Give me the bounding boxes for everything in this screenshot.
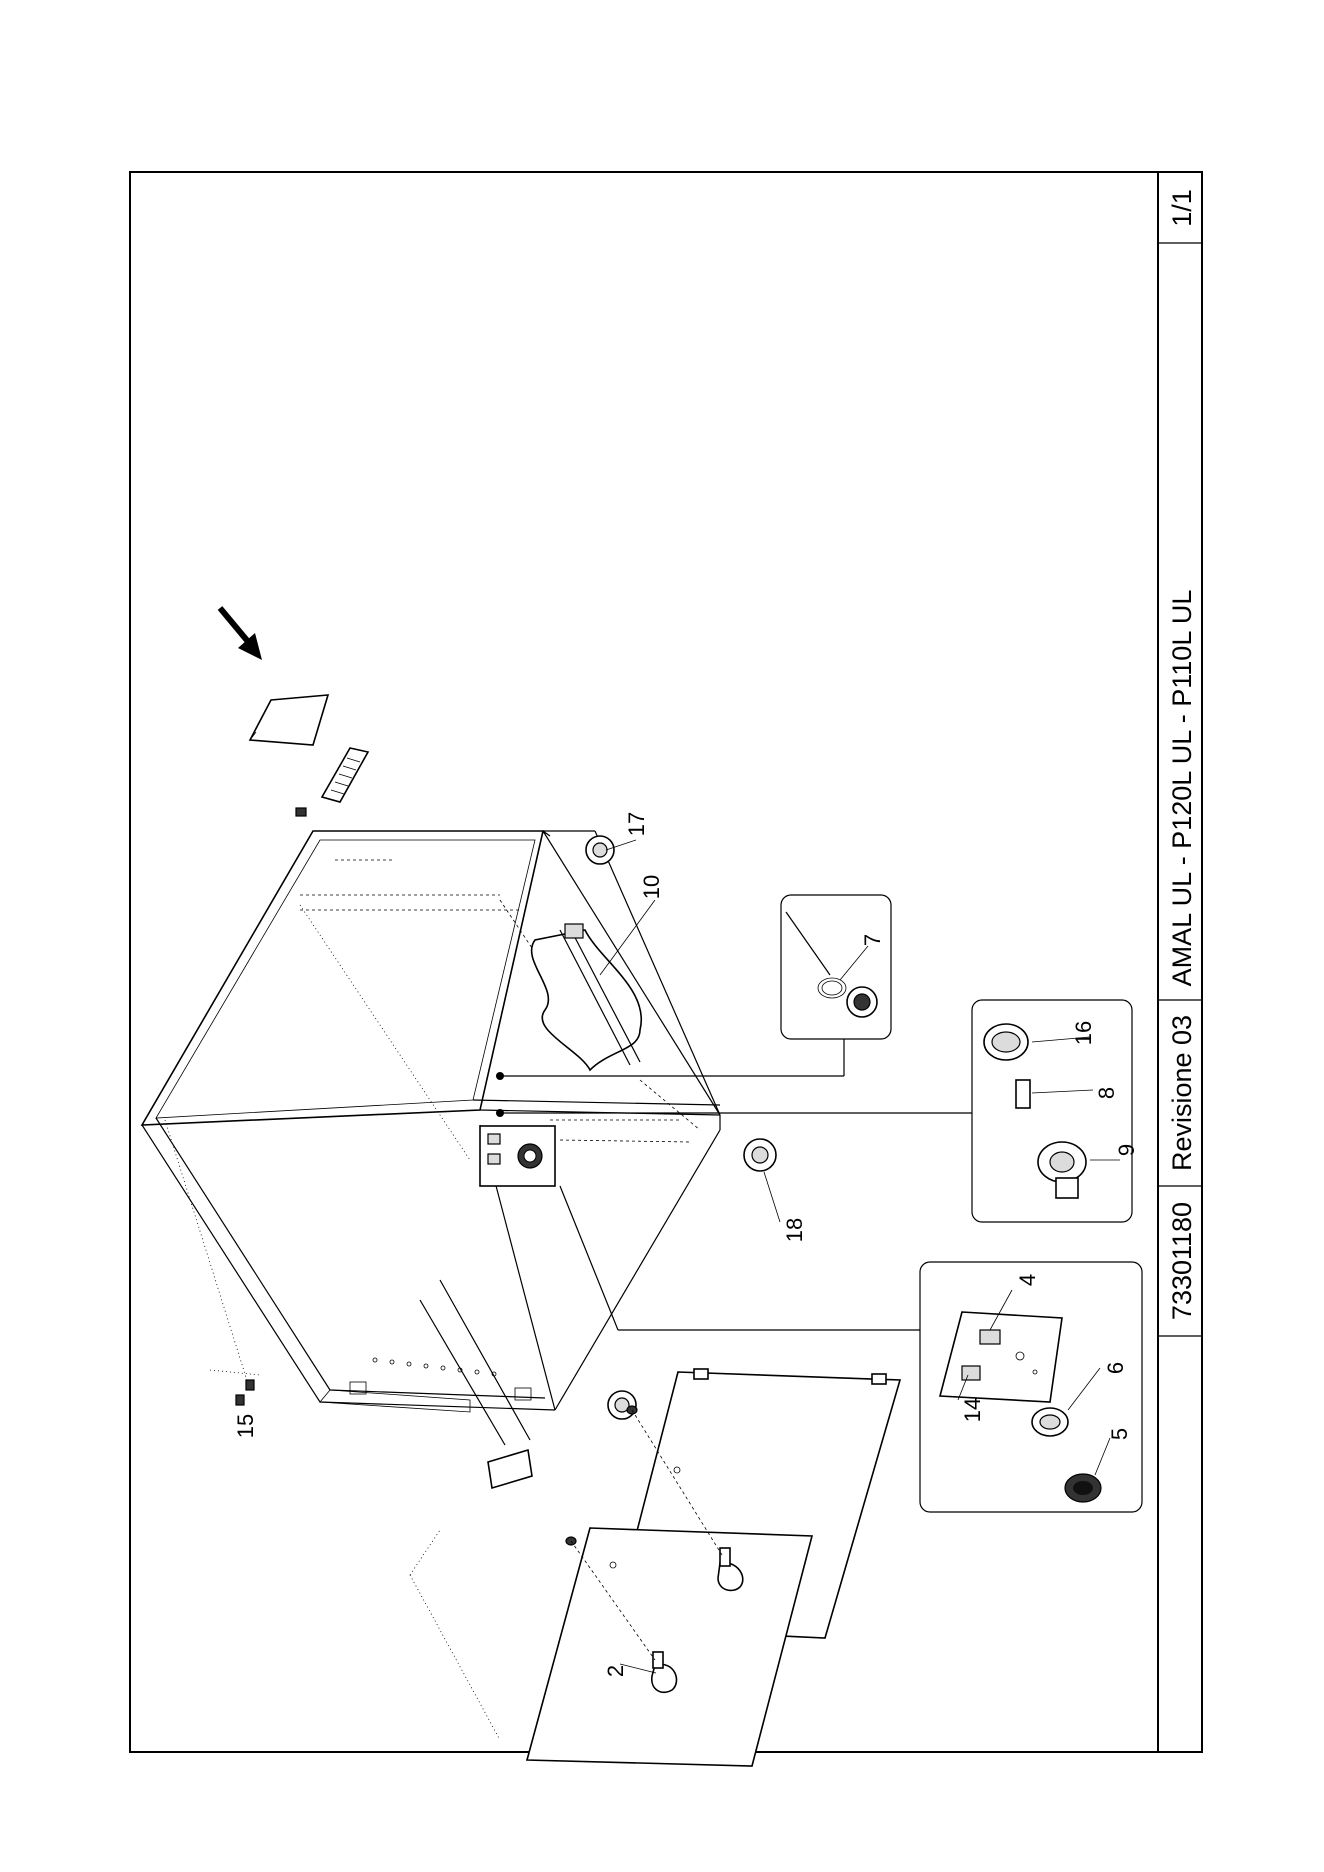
callout-18: 18 (782, 1218, 807, 1242)
callout-4: 4 (1015, 1274, 1040, 1286)
model-names: AMAL UL - P120L UL - P110L UL (1167, 590, 1197, 987)
callout-10: 10 (639, 875, 664, 899)
hinge-pins-15 (236, 1380, 254, 1405)
sheet-number: 1/1 (1167, 189, 1197, 227)
callout-8: 8 (1094, 1087, 1119, 1099)
caster-17 (586, 836, 614, 864)
left-door (527, 1528, 812, 1766)
caster-front-left (608, 1391, 636, 1419)
callout-17: 17 (624, 812, 649, 836)
caster-18 (744, 1139, 776, 1171)
callout-7: 7 (860, 934, 885, 946)
callout-2: 2 (603, 1665, 628, 1677)
top-panel (250, 695, 328, 745)
callout-15: 15 (233, 1414, 258, 1438)
callout-6: 6 (1103, 1362, 1128, 1374)
callout-14: 14 (960, 1398, 985, 1422)
revision: Revisione 03 (1167, 1015, 1197, 1171)
callout-9: 9 (1114, 1144, 1139, 1156)
view-direction-arrow (220, 608, 262, 660)
title-block: 1/1 AMAL UL - P120L UL - P110L UL Revisi… (1158, 172, 1202, 1752)
callout-16: 16 (1071, 1021, 1096, 1045)
grille-rack (322, 748, 368, 802)
drawing-number: 73301180 (1167, 1202, 1197, 1320)
small-nut (296, 808, 306, 816)
callout-5: 5 (1107, 1428, 1132, 1440)
